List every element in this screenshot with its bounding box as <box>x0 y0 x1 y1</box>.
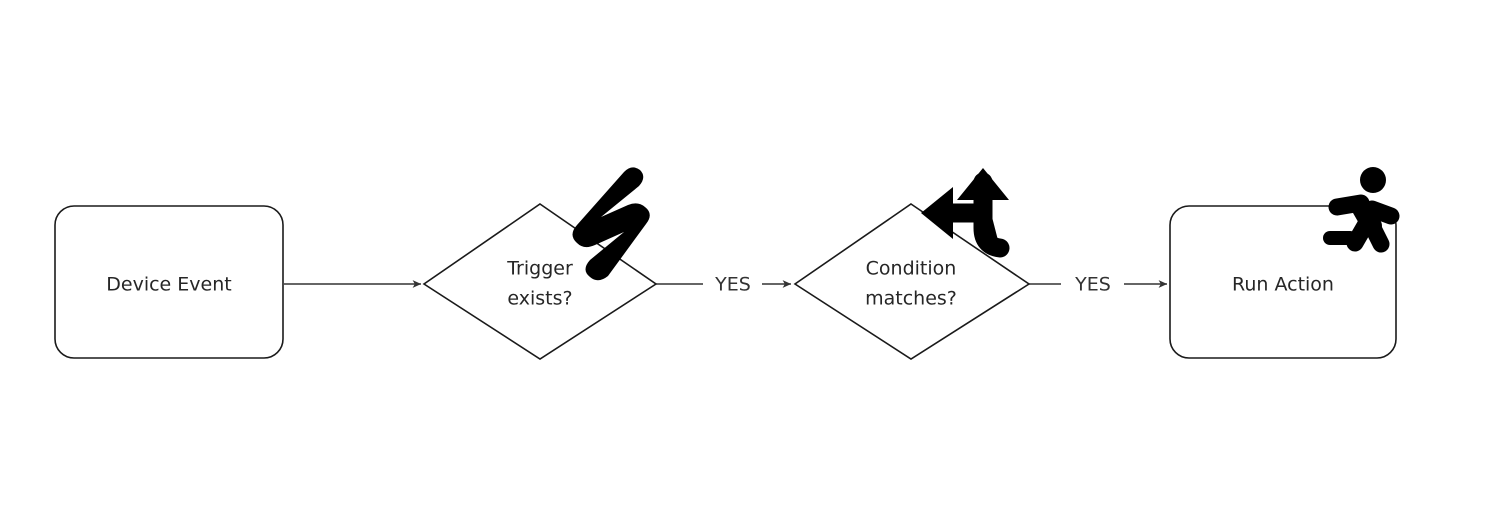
edge-condition-to-action: YES <box>1029 274 1168 296</box>
lightning-bolt-icon <box>572 167 650 281</box>
run-action-label: Run Action <box>1232 274 1334 296</box>
node-condition-matches[interactable]: Condition matches? <box>793 168 1031 360</box>
edge-trigger-to-condition: YES <box>656 274 792 296</box>
node-trigger-exists[interactable]: Trigger exists? <box>422 167 658 360</box>
edge-label-yes-2: YES <box>1074 274 1111 296</box>
condition-matches-label-line1: Condition <box>866 258 957 280</box>
condition-matches-shape[interactable] <box>793 203 1031 360</box>
node-run-action[interactable]: Run Action <box>1169 167 1400 359</box>
device-event-shape[interactable] <box>54 205 284 359</box>
branch-arrow-icon <box>921 168 1010 258</box>
condition-matches-label-line2: matches? <box>865 288 957 310</box>
edge-label-yes-1: YES <box>714 274 751 296</box>
trigger-exists-label-line2: exists? <box>507 288 572 310</box>
trigger-exists-label-line1: Trigger <box>506 258 573 280</box>
node-device-event[interactable]: Device Event <box>54 205 284 359</box>
running-person-icon <box>1323 167 1400 253</box>
device-event-label: Device Event <box>106 274 231 296</box>
